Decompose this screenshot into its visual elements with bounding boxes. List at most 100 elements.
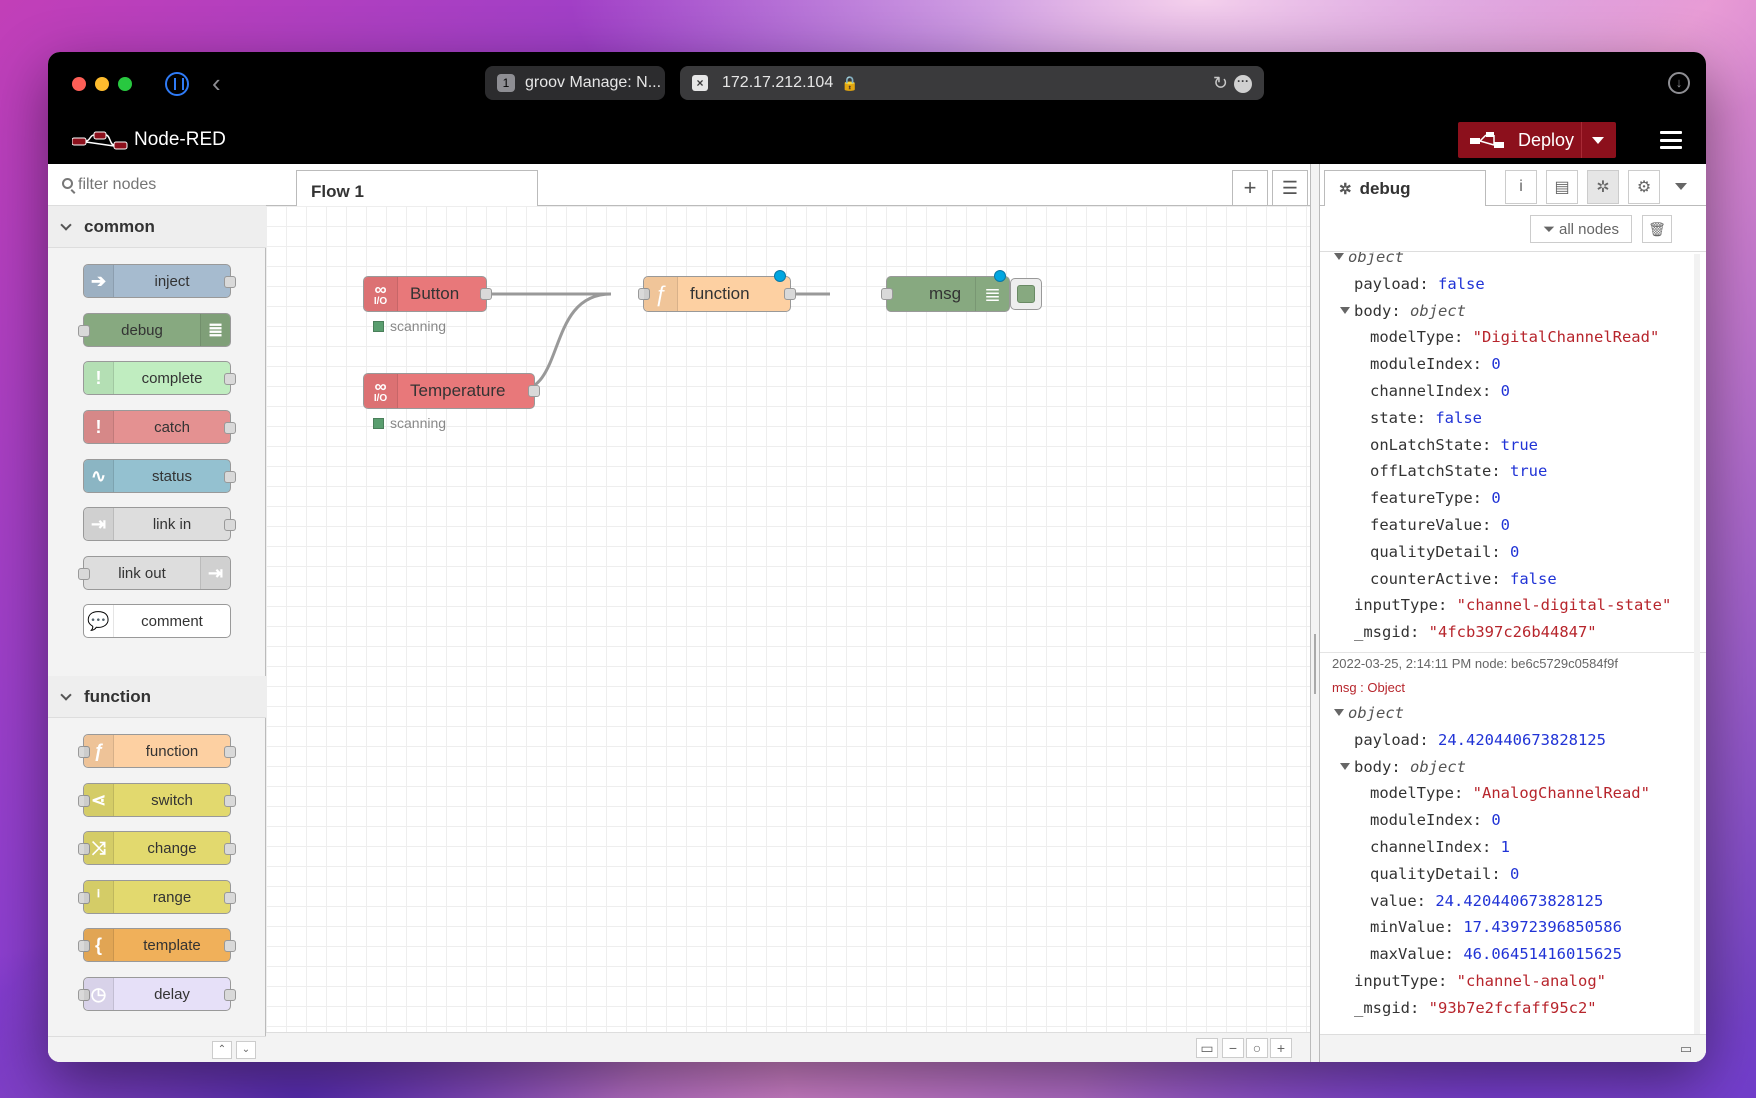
palette-node-function[interactable]: ƒ function: [78, 734, 236, 768]
palette-node-link-out[interactable]: link out ⇥: [78, 556, 231, 590]
list-flows-icon[interactable]: ☰: [1272, 170, 1308, 206]
debug-property-inputType: inputType: "channel-analog": [1354, 972, 1606, 990]
app-header: Node-RED Deploy: [48, 116, 1706, 164]
map-icon[interactable]: ▭: [1196, 1038, 1218, 1058]
switch-icon: ⋖: [84, 784, 114, 816]
palette-node-link-in[interactable]: ⇥ link in: [83, 507, 236, 541]
zoom-in-icon[interactable]: +: [1270, 1038, 1292, 1058]
debug-object-root[interactable]: object: [1334, 704, 1404, 722]
more-options-icon[interactable]: ···: [1234, 75, 1252, 93]
comment-icon: 💬: [84, 605, 114, 637]
timer-icon: ◷: [84, 978, 114, 1010]
debug-property-minValue: minValue: 17.43972396850586: [1370, 918, 1622, 937]
main-menu-icon[interactable]: [1660, 131, 1682, 149]
minimize-window-button[interactable]: [95, 77, 109, 91]
debug-property-moduleIndex: moduleIndex: 0: [1370, 811, 1501, 830]
gear-icon[interactable]: ⚙: [1628, 170, 1660, 204]
message-metadata: 2022-03-25, 2:14:11 PM node: be6c5729c05…: [1332, 656, 1618, 671]
sidebar-splitter[interactable]: [1310, 164, 1320, 1062]
palette-category-function[interactable]: function: [48, 676, 266, 718]
debug-property-counterActive: counterActive: false: [1370, 569, 1557, 588]
palette-node-catch[interactable]: ! catch: [83, 410, 236, 444]
debug-toggle-button[interactable]: [1010, 278, 1042, 310]
monitor-icon[interactable]: ▭: [1679, 1041, 1693, 1056]
back-arrow-icon[interactable]: ‹: [212, 68, 221, 98]
palette-node-delay[interactable]: ◷ delay: [78, 977, 236, 1011]
sidebar-dropdown-icon[interactable]: [1675, 183, 1687, 190]
sidebar-tabs: ✲ debug i ▤ ✲ ⚙: [1320, 164, 1706, 207]
flow-node-msg-debug[interactable]: msg ≣: [881, 276, 1010, 312]
add-flow-icon[interactable]: +: [1232, 170, 1268, 206]
debug-list-icon: ≣: [200, 314, 230, 346]
deploy-button[interactable]: Deploy: [1458, 122, 1616, 158]
debug-property-body[interactable]: body: object: [1340, 302, 1466, 320]
clear-messages-trash-icon[interactable]: 🗑: [1642, 215, 1672, 243]
zoom-reset-icon[interactable]: ○: [1246, 1038, 1268, 1058]
changed-indicator-icon: [994, 270, 1006, 282]
app-title: Node-RED: [134, 129, 226, 150]
maximize-window-button[interactable]: [118, 77, 132, 91]
palette-node-range[interactable]: ⁱ range: [78, 880, 236, 914]
bug-tab-icon[interactable]: ✲: [1587, 170, 1619, 204]
deploy-dropdown-icon[interactable]: [1592, 137, 1604, 144]
close-window-button[interactable]: [72, 77, 86, 91]
address-bar[interactable]: × 172.17.212.104 🔒 ↻ ···: [680, 66, 1264, 100]
debug-property-qualityDetail: qualityDetail: 0: [1370, 542, 1520, 561]
address-text: 172.17.212.104: [722, 74, 834, 91]
debug-property-inputType: inputType: "channel-digital-state": [1354, 596, 1672, 615]
zoom-out-icon[interactable]: −: [1222, 1038, 1244, 1058]
reload-icon[interactable]: ↻: [1212, 73, 1228, 93]
debug-property-offLatchState: offLatchState: true: [1370, 462, 1548, 481]
flow-canvas[interactable]: ∞I/O Button scanning ∞I/O Temperature sc…: [266, 206, 1310, 1032]
workspace-tabs: Flow 1 + ☰: [266, 164, 1310, 207]
debug-property-body[interactable]: body: object: [1340, 758, 1466, 776]
palette-category-common[interactable]: common: [48, 206, 266, 248]
browser-tab-groov-manage[interactable]: 1 groov Manage: N...: [485, 66, 665, 100]
deploy-label: Deploy: [1518, 129, 1575, 150]
exclamation-icon: !: [84, 362, 114, 394]
palette-node-comment[interactable]: 💬 comment: [83, 604, 231, 638]
tab-number-badge: 1: [497, 74, 515, 92]
message-type-label[interactable]: msg : Object: [1332, 680, 1405, 695]
tab-debug[interactable]: ✲ debug: [1324, 170, 1486, 207]
debug-object-root[interactable]: object: [1334, 252, 1404, 266]
flow-node-button[interactable]: ∞I/O Button: [363, 276, 492, 312]
book-icon[interactable]: ▤: [1546, 170, 1578, 204]
flow-node-function[interactable]: ƒ function: [638, 276, 796, 312]
expand-all-icon[interactable]: ⌄: [236, 1041, 256, 1059]
filter-all-nodes-button[interactable]: ⏷ all nodes: [1530, 215, 1632, 243]
downloads-icon[interactable]: ↓: [1668, 72, 1690, 94]
palette-node-inject[interactable]: ➔ inject: [83, 264, 236, 298]
password-manager-icon[interactable]: [165, 72, 189, 96]
palette-node-debug[interactable]: debug ≣: [78, 313, 231, 347]
tab-flow-1[interactable]: Flow 1: [296, 170, 538, 207]
expand-triangle-icon: [1340, 762, 1350, 770]
flow-workspace: Flow 1 + ☰ ∞I/O Button scanning ∞I/: [266, 164, 1310, 1062]
debug-property-moduleIndex: moduleIndex: 0: [1370, 355, 1501, 374]
palette-node-status[interactable]: ∿ status: [83, 459, 236, 493]
site-favicon-icon: ×: [692, 75, 708, 91]
palette-node-change[interactable]: ⤨ change: [78, 831, 236, 865]
debug-toolbar: ⏷ all nodes 🗑: [1320, 206, 1706, 252]
status-temperature: scanning: [373, 415, 446, 431]
function-icon: ƒ: [644, 277, 678, 311]
info-icon[interactable]: i: [1505, 170, 1537, 204]
palette-node-complete[interactable]: ! complete: [83, 361, 236, 395]
status-dot-icon: [373, 417, 384, 429]
debug-property-modelType: modelType: "AnalogChannelRead": [1370, 784, 1650, 803]
expand-triangle-icon: [1340, 306, 1350, 314]
palette-footer: ⌃ ⌄: [48, 1036, 266, 1062]
browser-window: ‹ 1 groov Manage: N... × 172.17.212.104 …: [48, 52, 1706, 1062]
debug-property-payload: payload: 24.420440673828125: [1354, 730, 1606, 749]
flow-node-temperature[interactable]: ∞I/O Temperature: [363, 373, 540, 409]
palette-node-template[interactable]: { template: [78, 928, 236, 962]
filter-nodes-input[interactable]: [78, 174, 258, 196]
debug-property-onLatchState: onLatchState: true: [1370, 435, 1538, 454]
debug-scrollbar[interactable]: [1694, 254, 1700, 1034]
collapse-all-icon[interactable]: ⌃: [212, 1041, 232, 1059]
bug-icon: ✲: [1339, 180, 1352, 198]
expand-triangle-icon: [1334, 253, 1344, 260]
palette-node-switch[interactable]: ⋖ switch: [78, 783, 236, 817]
changed-indicator-icon: [774, 270, 786, 282]
